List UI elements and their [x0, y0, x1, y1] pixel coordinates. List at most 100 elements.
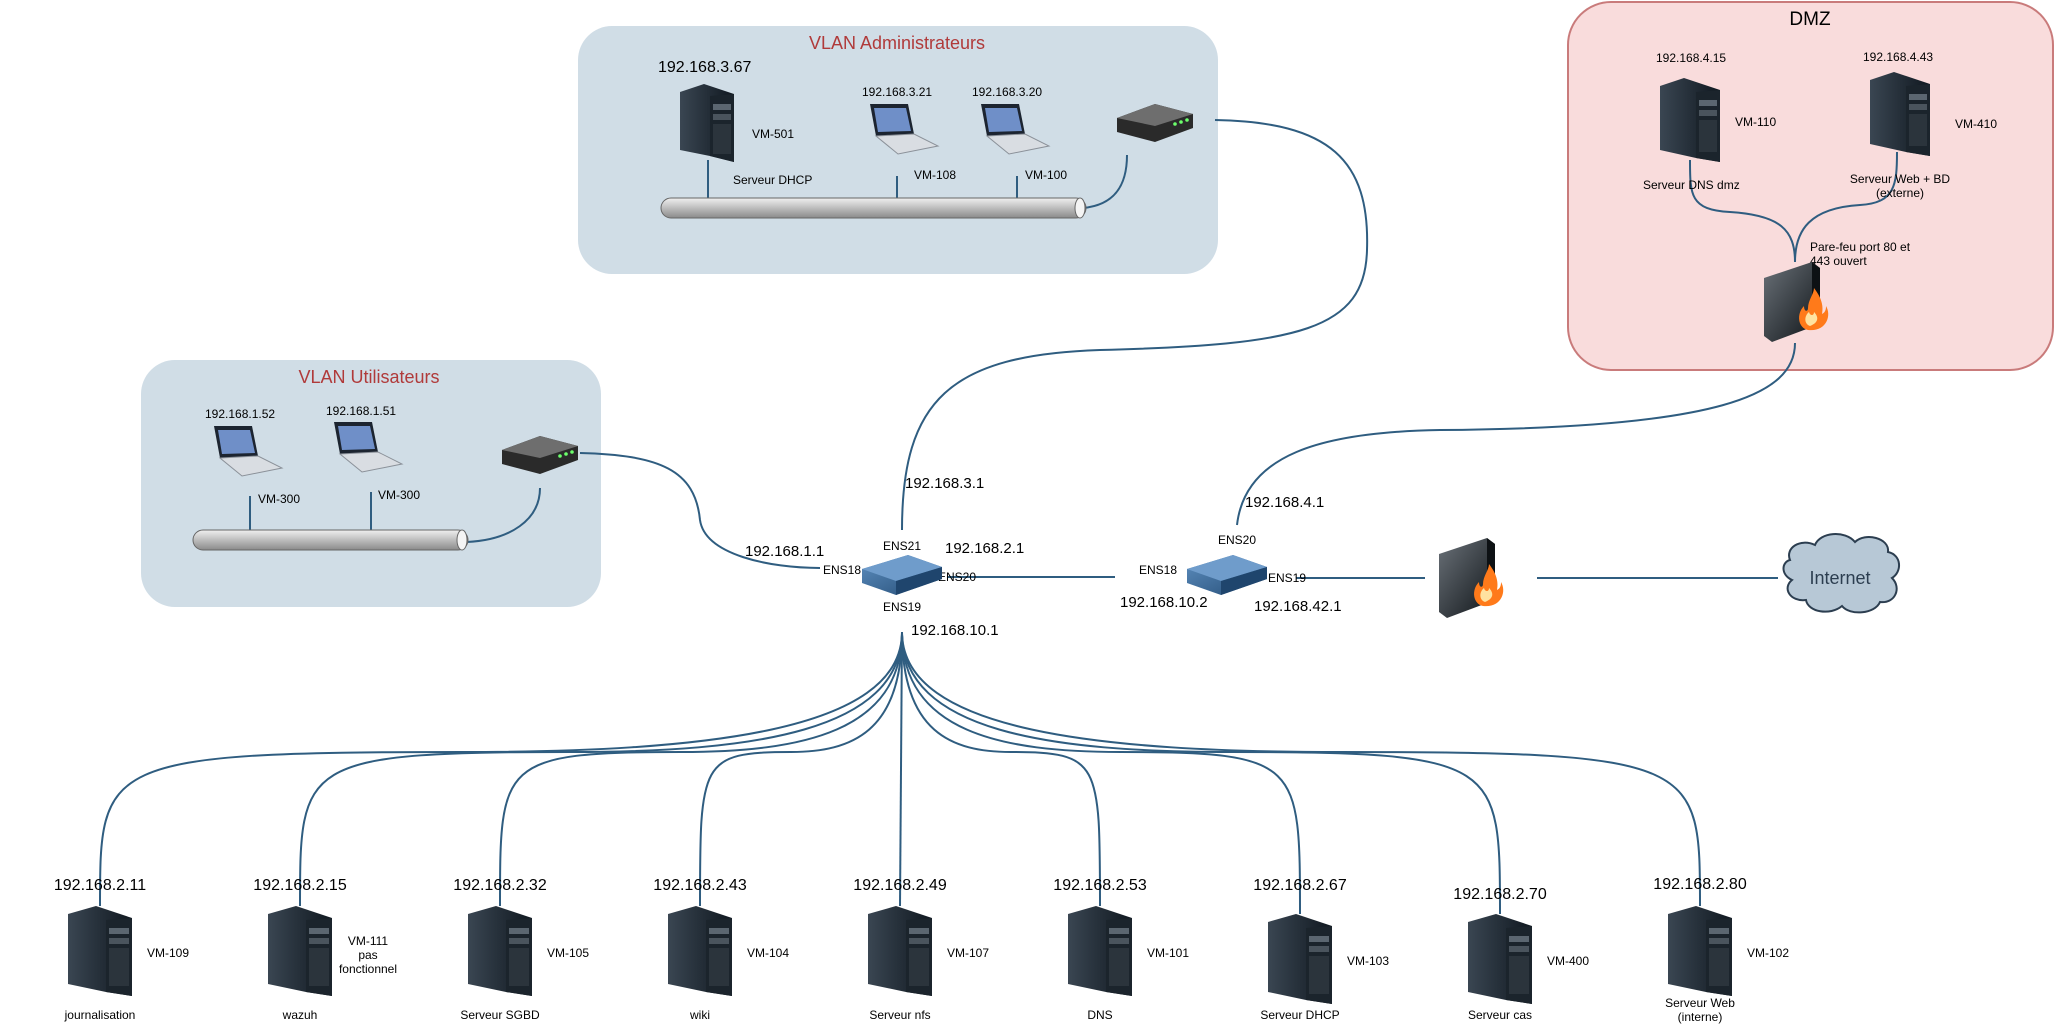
server-vm: VM-109 [147, 946, 190, 960]
server-role-line: Serveur Web [1665, 996, 1735, 1010]
server-ip: 192.168.2.43 [653, 877, 747, 894]
firewall-icon [1439, 538, 1504, 618]
internet-label: Internet [1809, 568, 1871, 588]
laptop-icon [214, 426, 284, 477]
bus-pipe-users [192, 529, 469, 551]
router2-ens19: ENS19 [1268, 571, 1307, 585]
dmz-server2-role: Serveur Web + BD (externe) [1850, 172, 1950, 200]
router1-ip-users: 192.168.1.1 [745, 543, 825, 560]
laptop-icon [334, 422, 404, 473]
wire-router2-dmz [1236, 342, 1796, 526]
server-ip: 192.168.2.49 [853, 877, 947, 894]
server-icon [1668, 906, 1732, 996]
server-role: Serveur DHCP [1260, 1008, 1340, 1022]
server-role: Serveur Web(interne) [1665, 996, 1735, 1024]
wire-router1-server [901, 631, 1701, 907]
server-icon [68, 906, 132, 996]
server-icon [1068, 906, 1132, 996]
admin-laptop1-vm: VM-108 [914, 168, 957, 182]
dmz-server2-vm: VM-410 [1955, 117, 1998, 131]
dmz-server1-role: Serveur DNS dmz [1643, 178, 1740, 192]
internet-cloud-icon [1782, 533, 1900, 614]
wire-router1-server [99, 631, 903, 907]
dmz-server1-ip: 192.168.4.15 [1656, 51, 1727, 65]
server-ip: 192.168.2.11 [53, 877, 147, 894]
wire-router1-server [901, 631, 1101, 907]
users-laptop2-vm: VM-300 [378, 488, 421, 502]
router2-ip-wan: 192.168.42.1 [1254, 598, 1342, 615]
server-vm-line: fonctionnel [338, 962, 398, 976]
modem-icon [1117, 104, 1193, 142]
wire-users-router [579, 452, 821, 569]
dmz-server1-vm: VM-110 [1735, 115, 1777, 129]
router1-ip-servers: 192.168.2.1 [945, 540, 1025, 557]
server-role-line: (interne) [1677, 1010, 1723, 1024]
wire-admin-router [901, 119, 1369, 531]
server-ip: 192.168.2.80 [1653, 876, 1747, 893]
server-icon [1468, 914, 1532, 1004]
router1-ens19: ENS19 [883, 600, 922, 614]
server-ip: 192.168.2.67 [1253, 877, 1347, 894]
wire-router1-server [901, 631, 1501, 915]
admin-server-role: Serveur DHCP [733, 173, 813, 187]
dmz-server2-role-line2: (externe) [1875, 186, 1925, 200]
zone-vlan-utilisateurs [141, 360, 601, 607]
server-vm: VM-103 [1347, 954, 1390, 968]
bus-pipe-admin [660, 197, 1087, 219]
server-role: wiki [690, 1008, 710, 1022]
server-ip: 192.168.2.53 [1053, 877, 1147, 894]
server-icon [268, 906, 332, 996]
router1-ip-transit: 192.168.10.1 [911, 622, 999, 639]
server-role: Serveur SGBD [460, 1008, 540, 1022]
server-icon [468, 906, 532, 996]
server-role: wazuh [282, 1008, 318, 1022]
admin-server-vm: VM-501 [752, 127, 795, 141]
dmz-server2-ip: 192.168.4.43 [1863, 50, 1934, 64]
server-vm: VM-105 [547, 946, 590, 960]
server-ip: 192.168.2.32 [453, 877, 547, 894]
server-vm: VM-107 [947, 946, 990, 960]
server-vm-line: VM-111 [347, 934, 389, 948]
server-icon [668, 906, 732, 996]
router2-ip-dmz: 192.168.4.1 [1245, 494, 1325, 511]
server-vm: VM-400 [1547, 954, 1590, 968]
server-role: journalisation [64, 1008, 136, 1022]
admin-laptop2-vm: VM-100 [1025, 168, 1068, 182]
wire-router1-server [901, 631, 1301, 915]
server-vm: VM-102 [1747, 946, 1790, 960]
router-switch-icon [1187, 555, 1267, 595]
server-icon [680, 84, 734, 162]
admin-laptop2-ip: 192.168.3.20 [972, 85, 1043, 99]
firewall-icon [1764, 262, 1829, 342]
router-switch-icon [862, 555, 942, 595]
server-vm-line: pas [358, 948, 378, 962]
dmz-server2-role-line1: Serveur Web + BD [1849, 172, 1951, 186]
server-ip: 192.168.2.70 [1453, 886, 1547, 903]
wire-dmz-fw-web [1794, 151, 1898, 263]
server-icon [868, 906, 932, 996]
wire-router1-server [299, 631, 903, 907]
server-ip: 192.168.2.15 [253, 877, 347, 894]
zone-title-admin: VLAN Administrateurs [808, 33, 986, 53]
router2-ip-transit: 192.168.10.2 [1120, 594, 1208, 611]
laptop-icon [981, 104, 1051, 155]
zone-title-users: VLAN Utilisateurs [298, 367, 440, 387]
router1-ens20: ENS20 [938, 570, 977, 584]
dmz-firewall-label-line1: Pare-feu port 80 et [1810, 240, 1911, 254]
admin-laptop1-ip: 192.168.3.21 [862, 85, 933, 99]
router1-ens18: ENS18 [823, 563, 862, 577]
users-laptop2-ip: 192.168.1.51 [326, 404, 397, 418]
laptop-icon [870, 104, 940, 155]
admin-server-ip: 192.168.3.67 [658, 59, 752, 76]
dmz-firewall-label-line2: 443 ouvert [1810, 254, 1867, 268]
server-role: Serveur cas [1467, 1008, 1533, 1022]
zone-title-dmz: DMZ [1789, 9, 1831, 30]
router2-ens18: ENS18 [1139, 563, 1178, 577]
server-icon [1660, 78, 1720, 162]
wire-admin-bus-modem [1082, 154, 1128, 209]
dmz-firewall-label: Pare-feu port 80 et 443 ouvert [1810, 240, 1910, 268]
router1-ens21: ENS21 [883, 539, 922, 553]
